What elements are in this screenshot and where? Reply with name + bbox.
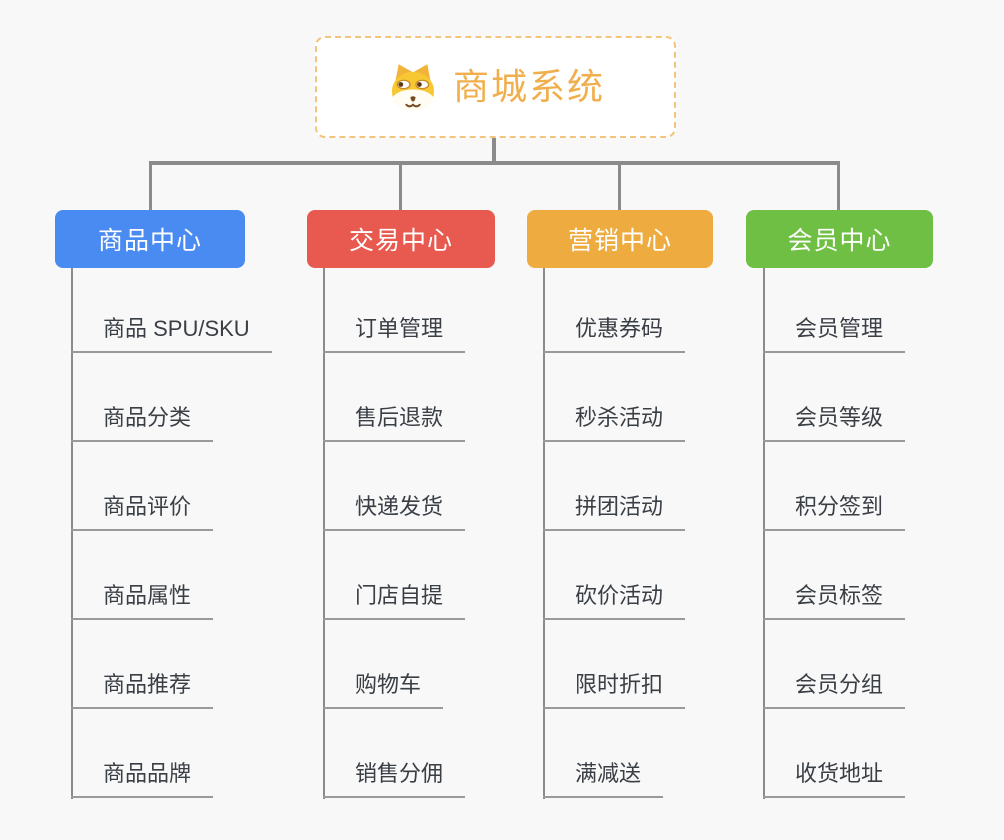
leaf-node[interactable]: 商品推荐	[71, 620, 214, 709]
leaf-node[interactable]: 售后退款	[323, 353, 466, 442]
root-title: 商城系统	[452, 66, 605, 107]
leaf-node[interactable]: 积分签到	[763, 442, 906, 531]
connector-trunk-product-center	[71, 268, 73, 799]
connector-trunk-member-center	[763, 268, 765, 799]
leaf-node[interactable]: 限时折扣	[543, 620, 686, 709]
leaf-node[interactable]: 收货地址	[763, 709, 906, 798]
leaf-list-product-center: 商品 SPU/SKU 商品分类 商品评价 商品属性 商品推荐 商品品牌	[71, 268, 272, 798]
leaf-label: 商品 SPU/SKU	[103, 315, 250, 341]
leaf-label: 限时折扣	[575, 671, 664, 697]
leaf-node[interactable]: 秒杀活动	[543, 353, 686, 442]
leaf-list-marketing-center: 优惠券码 秒杀活动 拼团活动 砍价活动 限时折扣 满减送	[543, 268, 686, 798]
leaf-label: 收货地址	[795, 760, 884, 786]
root-node[interactable]: 商城系统	[315, 36, 676, 138]
branch-node-product-center[interactable]: 商品中心	[55, 210, 245, 268]
leaf-label: 秒杀活动	[575, 404, 664, 430]
leaf-label: 商品推荐	[103, 671, 192, 697]
connector-drop-product-center	[149, 165, 152, 210]
leaf-node[interactable]: 商品 SPU/SKU	[71, 268, 272, 353]
leaf-node[interactable]: 订单管理	[323, 268, 466, 353]
leaf-node[interactable]: 销售分佣	[323, 709, 466, 798]
connector-root-drop	[492, 138, 496, 162]
branch-node-trade-center[interactable]: 交易中心	[307, 210, 495, 268]
leaf-node[interactable]: 优惠券码	[543, 268, 686, 353]
leaf-node[interactable]: 拼团活动	[543, 442, 686, 531]
leaf-node[interactable]: 商品分类	[71, 353, 214, 442]
leaf-label: 会员管理	[795, 315, 884, 341]
leaf-node[interactable]: 购物车	[323, 620, 444, 709]
connector-drop-member-center	[837, 165, 840, 210]
connector-bus	[149, 161, 840, 165]
leaf-node[interactable]: 商品属性	[71, 531, 214, 620]
leaf-list-trade-center: 订单管理 售后退款 快递发货 门店自提 购物车 销售分佣	[323, 268, 466, 798]
leaf-node[interactable]: 商品品牌	[71, 709, 214, 798]
leaf-label: 满减送	[575, 760, 642, 786]
leaf-label: 商品评价	[103, 493, 192, 519]
connector-trunk-marketing-center	[543, 268, 545, 799]
connector-drop-marketing-center	[618, 165, 621, 210]
leaf-node[interactable]: 会员标签	[763, 531, 906, 620]
leaf-node[interactable]: 会员管理	[763, 268, 906, 353]
leaf-label: 会员等级	[795, 404, 884, 430]
leaf-label: 商品属性	[103, 582, 192, 608]
leaf-label: 会员标签	[795, 582, 884, 608]
leaf-label: 门店自提	[355, 582, 444, 608]
leaf-label: 销售分佣	[355, 760, 444, 786]
leaf-label: 拼团活动	[575, 493, 664, 519]
dog-face-icon	[391, 64, 435, 111]
leaf-node[interactable]: 砍价活动	[543, 531, 686, 620]
branch-node-marketing-center[interactable]: 营销中心	[527, 210, 713, 268]
leaf-node[interactable]: 门店自提	[323, 531, 466, 620]
leaf-label: 商品品牌	[103, 760, 192, 786]
leaf-node[interactable]: 会员分组	[763, 620, 906, 709]
connector-drop-trade-center	[399, 165, 402, 210]
leaf-label: 会员分组	[795, 671, 884, 697]
connector-trunk-trade-center	[323, 268, 325, 799]
leaf-node[interactable]: 会员等级	[763, 353, 906, 442]
branch-node-member-center[interactable]: 会员中心	[746, 210, 933, 268]
leaf-node[interactable]: 商品评价	[71, 442, 214, 531]
leaf-node[interactable]: 快递发货	[323, 442, 466, 531]
leaf-node[interactable]: 满减送	[543, 709, 664, 798]
leaf-label: 积分签到	[795, 493, 884, 519]
leaf-label: 售后退款	[355, 404, 444, 430]
leaf-label: 砍价活动	[575, 582, 664, 608]
leaf-label: 商品分类	[103, 404, 192, 430]
leaf-label: 购物车	[355, 671, 422, 697]
leaf-list-member-center: 会员管理 会员等级 积分签到 会员标签 会员分组 收货地址	[763, 268, 906, 798]
leaf-label: 订单管理	[355, 315, 444, 341]
leaf-label: 优惠券码	[575, 315, 664, 341]
leaf-label: 快递发货	[355, 493, 444, 519]
